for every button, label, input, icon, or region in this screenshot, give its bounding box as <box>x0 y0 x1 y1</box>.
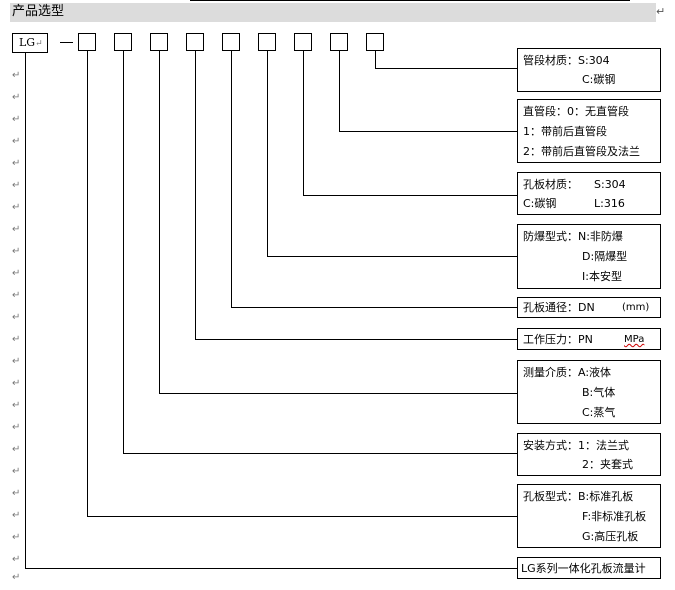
straight-section-box: 直管段：0：无直管段 1：带前后直管段 2：带前后直管段及法兰 <box>517 99 661 163</box>
paragraph-mark-icon: ↵ <box>12 246 21 257</box>
selection-slot <box>186 33 204 51</box>
paragraph-mark-icon: ↵ <box>35 39 43 49</box>
selection-slot <box>366 33 384 51</box>
paragraph-mark-icon: ↵ <box>12 136 21 147</box>
model-code: LG <box>19 36 36 49</box>
bore-diameter-box: 孔板通径：DN (mm) <box>517 297 661 318</box>
paragraph-mark-icon: ↵ <box>12 444 21 455</box>
paragraph-mark-icon: ↵ <box>12 158 21 169</box>
paragraph-mark-icon: ↵ <box>12 268 21 279</box>
connector-orifice-material <box>303 51 517 196</box>
straight-section-line2: 1：带前后直管段 <box>523 125 607 138</box>
pipe-material-line1: 管段材质：S:304 <box>523 54 610 67</box>
explosion-proof-box: 防爆型式：N:非防爆 D:隔爆型 I:本安型 <box>517 224 661 289</box>
paragraph-mark-icon: ↵ <box>12 378 21 389</box>
explosion-proof-line2: D:隔爆型 <box>582 250 628 263</box>
selection-slot <box>114 33 132 51</box>
connector-orifice-type <box>87 51 517 517</box>
straight-section-line1: 直管段：0：无直管段 <box>523 105 629 118</box>
bore-diameter-unit: (mm) <box>622 302 650 313</box>
working-pressure-label: 工作压力：PN <box>523 333 593 346</box>
paragraph-mark-icon: ↵ <box>12 224 21 235</box>
straight-section-line3: 2：带前后直管段及法兰 <box>523 145 640 158</box>
selection-slot <box>222 33 240 51</box>
installation-line1: 安装方式：1：法兰式 <box>523 439 629 452</box>
series-name-label: LG系列一体化孔板流量计 <box>521 562 646 575</box>
paragraph-mark-icon: ↵ <box>12 422 21 433</box>
medium-line1: 测量介质：A:液体 <box>523 366 612 379</box>
paragraph-mark-icon: ↵ <box>12 554 21 565</box>
orifice-type-line2: F:非标准孔板 <box>582 510 647 523</box>
paragraph-mark-icon: ↵ <box>12 92 21 103</box>
medium-line2: B:气体 <box>582 386 616 399</box>
paragraph-mark-icon: ↵ <box>12 466 21 477</box>
connector-series <box>25 53 517 569</box>
top-rule <box>190 0 630 1</box>
pipe-material-line2: C:碳钢 <box>582 73 616 86</box>
explosion-proof-line1: 防爆型式：N:非防爆 <box>523 230 623 243</box>
connector-pressure <box>195 51 517 340</box>
orifice-material-s: S:304 <box>594 178 626 191</box>
bore-diameter-label: 孔板通径：DN <box>523 301 595 314</box>
selection-slot <box>150 33 168 51</box>
selection-slot <box>294 33 312 51</box>
section-title: 产品选型 <box>12 4 65 19</box>
paragraph-mark-icon: ↵ <box>12 114 21 125</box>
paragraph-mark-icon: ↵ <box>12 356 21 367</box>
connector-bore <box>231 51 517 308</box>
orifice-type-line1: 孔板型式：B:标准孔板 <box>523 490 634 503</box>
connector-straight <box>339 51 517 132</box>
paragraph-mark-icon: ↵ <box>12 202 21 213</box>
installation-line2: 2：夹套式 <box>582 458 633 471</box>
model-dash <box>60 42 73 43</box>
paragraph-mark-icon: ↵ <box>12 572 21 583</box>
orifice-material-c: C:碳钢 <box>523 197 557 210</box>
series-name-box: LG系列一体化孔板流量计 <box>517 557 661 579</box>
connector-install <box>123 51 517 454</box>
orifice-type-box: 孔板型式：B:标准孔板 F:非标准孔板 G:高压孔板 <box>517 484 661 548</box>
paragraph-mark-icon: ↵ <box>12 70 21 81</box>
paragraph-mark-icon: ↵ <box>12 180 21 191</box>
paragraph-mark-icon: ↵ <box>12 400 21 411</box>
orifice-material-label: 孔板材质： <box>523 178 578 191</box>
orifice-material-box: 孔板材质： S:304 C:碳钢 L:316 <box>517 172 661 215</box>
pipe-material-box: 管段材质：S:304 C:碳钢 <box>517 48 661 92</box>
selection-slot <box>258 33 276 51</box>
orifice-type-line3: G:高压孔板 <box>582 530 639 543</box>
paragraph-mark-icon: ↵ <box>12 312 21 323</box>
connector-material <box>375 51 517 69</box>
paragraph-mark-icon: ↵ <box>12 334 21 345</box>
connector-medium <box>159 51 517 394</box>
paragraph-mark-icon: ↵ <box>12 290 21 301</box>
paragraph-mark-icon: ↵ <box>12 532 21 543</box>
section-heading-bar <box>10 3 656 22</box>
paragraph-mark-icon: ↵ <box>12 510 21 521</box>
installation-box: 安装方式：1：法兰式 2：夹套式 <box>517 433 661 476</box>
connector-explosion <box>267 51 517 257</box>
working-pressure-unit: MPa <box>624 334 645 345</box>
working-pressure-box: 工作压力：PN MPa <box>517 328 661 350</box>
selection-slot <box>330 33 348 51</box>
model-code-box: LG↵ <box>12 33 48 53</box>
medium-box: 测量介质：A:液体 B:气体 C:蒸气 <box>517 360 661 424</box>
explosion-proof-line3: I:本安型 <box>582 270 622 283</box>
medium-line3: C:蒸气 <box>582 406 616 419</box>
orifice-material-l: L:316 <box>594 197 625 210</box>
paragraph-mark-icon: ↵ <box>656 5 666 18</box>
paragraph-mark-icon: ↵ <box>12 488 21 499</box>
selection-slot <box>78 33 96 51</box>
